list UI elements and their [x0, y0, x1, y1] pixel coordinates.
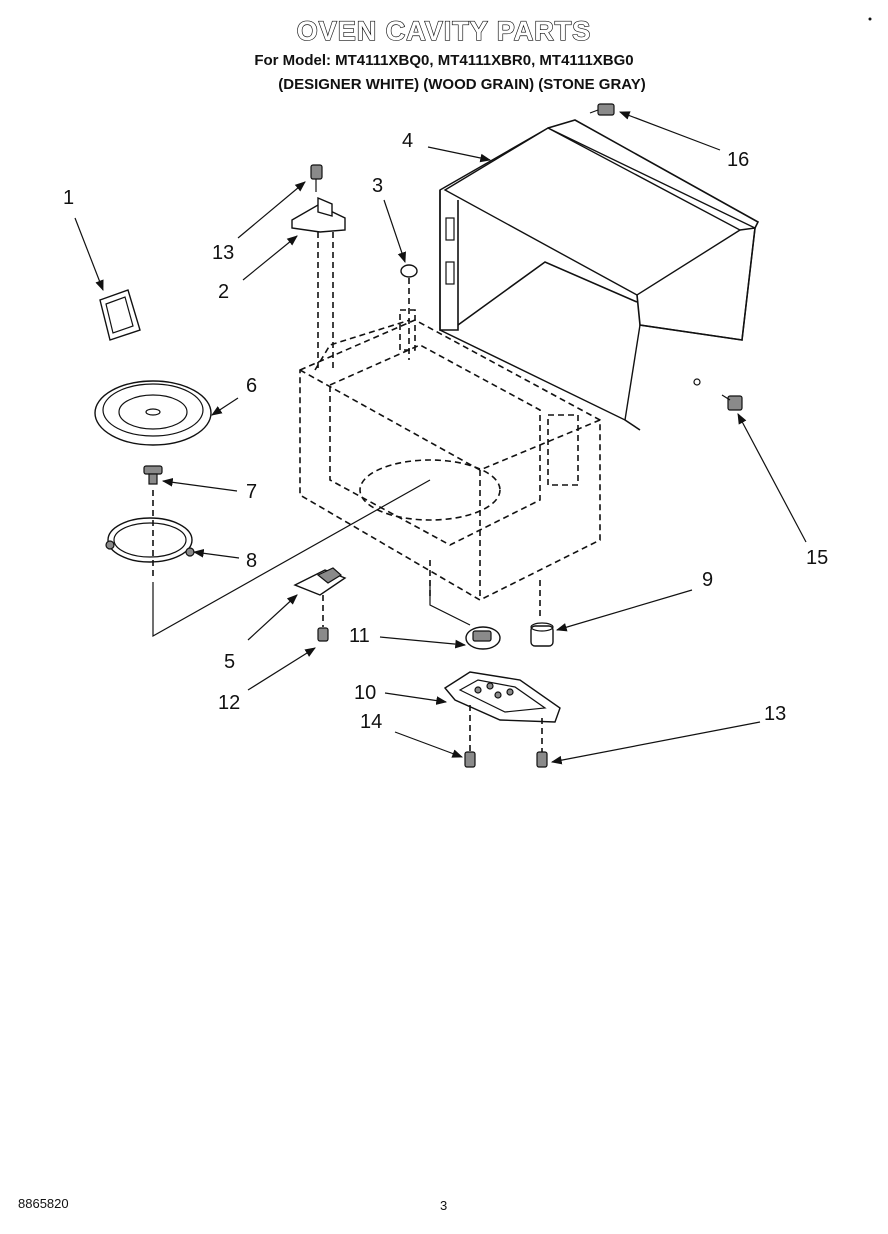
callout-13-top: 13	[212, 242, 235, 264]
oven-cavity-outline	[299, 309, 601, 620]
grommet-part	[400, 264, 418, 360]
color-line: (DESIGNER WHITE) (WOOD GRAIN) (STONE GRA…	[278, 76, 646, 93]
roller-ring-part	[105, 490, 195, 580]
corner-dot	[868, 17, 872, 21]
model-line: For Model: MT4111XBQ0, MT4111XBR0, MT411…	[254, 52, 634, 69]
callout-6: 6	[246, 375, 258, 397]
plug-part	[530, 622, 554, 647]
motor-bracket-part	[443, 671, 561, 752]
screw-part-13-bottom	[536, 751, 548, 768]
screw-part-13-top	[310, 164, 323, 192]
callout-1: 1	[63, 187, 75, 209]
callout-8: 8	[246, 550, 258, 572]
bracket-part	[291, 196, 346, 372]
doc-number: 8865820	[18, 1196, 69, 1211]
coupler-part	[143, 465, 163, 485]
screw-part-16	[589, 103, 615, 116]
assembly-leader-line	[152, 479, 431, 638]
callout-4: 4	[402, 130, 414, 152]
sensor-bracket-part	[293, 567, 347, 596]
screw-part-15	[721, 394, 743, 411]
callout-leaders	[74, 111, 807, 765]
glass-tray-part	[94, 380, 212, 446]
callout-12: 12	[218, 692, 241, 714]
callout-14: 14	[360, 711, 383, 733]
callout-5: 5	[224, 651, 236, 673]
callout-10: 10	[354, 682, 377, 704]
callout-3: 3	[372, 175, 384, 197]
callout-13-bottom: 13	[764, 703, 787, 725]
screw-part-14	[464, 751, 476, 768]
callout-16: 16	[727, 149, 750, 171]
callout-2: 2	[218, 281, 230, 303]
window-frame-part	[99, 289, 141, 341]
page-title: OVEN CAVITY PARTS	[296, 15, 592, 46]
turntable-motor-part	[429, 580, 501, 650]
cabinet-wrapper-part	[439, 119, 760, 431]
callout-9: 9	[702, 569, 714, 591]
callout-11: 11	[349, 625, 370, 647]
callout-15: 15	[806, 547, 829, 569]
page-number: 3	[440, 1198, 448, 1213]
callout-7: 7	[246, 481, 258, 503]
screw-part-12	[317, 595, 329, 642]
